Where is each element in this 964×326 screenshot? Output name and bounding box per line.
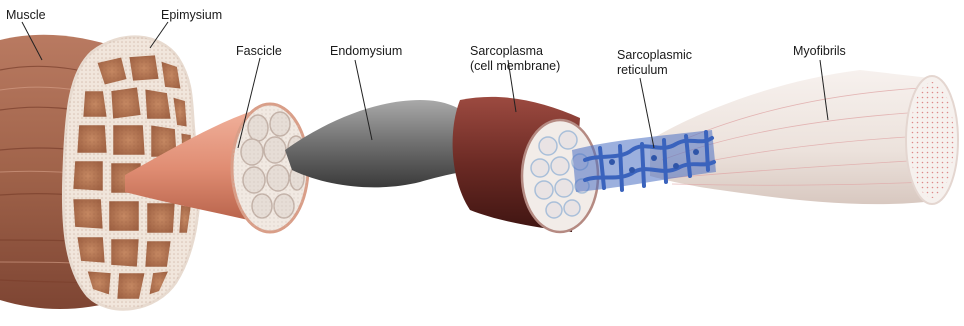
- label-endomysium: Endomysium: [330, 44, 402, 59]
- endomysium: [285, 100, 476, 187]
- label-sarcoplasma-line1: Sarcoplasma: [470, 44, 560, 59]
- label-sarcoplasma-line2: (cell membrane): [470, 59, 560, 74]
- label-myofibrils: Myofibrils: [793, 44, 846, 59]
- label-sarcoplasmic-line2: reticulum: [617, 63, 692, 78]
- label-sarcoplasma: Sarcoplasma (cell membrane): [470, 44, 560, 74]
- label-muscle: Muscle: [6, 8, 46, 23]
- label-epimysium: Epimysium: [161, 8, 222, 23]
- label-sarcoplasmic-line1: Sarcoplasmic: [617, 48, 692, 63]
- label-fascicle: Fascicle: [236, 44, 282, 59]
- label-sarcoplasmic-reticulum: Sarcoplasmic reticulum: [617, 48, 692, 78]
